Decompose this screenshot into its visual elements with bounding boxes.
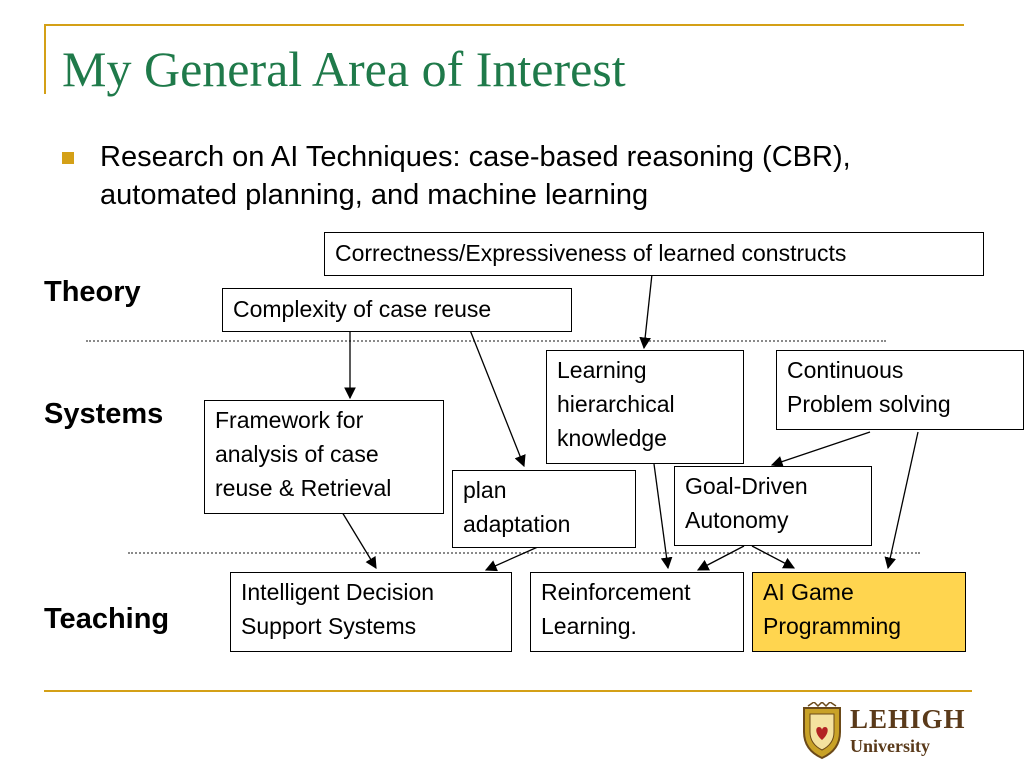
arrow-continuous-to-aigame — [884, 431, 919, 570]
bottom-frame-line — [44, 690, 972, 692]
arrow-continuous-to-goal — [770, 431, 871, 468]
box-intelligent-decision-support: Intelligent Decision Support Systems — [230, 572, 512, 652]
arrow-framework-to-idss — [341, 511, 377, 570]
theory-systems-separator — [86, 340, 886, 342]
top-frame-line — [44, 24, 964, 26]
arrow-plan-to-idss — [484, 545, 541, 572]
arrow-goal-to-aigame — [751, 545, 796, 569]
bullet-square-icon — [62, 152, 74, 164]
bullet-text: Research on AI Techniques: case-based re… — [100, 141, 851, 211]
row-label-teaching: Teaching — [44, 603, 170, 635]
arrow-goal-to-rl — [696, 545, 745, 571]
box-learning-hierarchical-knowledge: Learning hierarchical knowledge — [546, 350, 744, 464]
arrow-correctness-to-learning — [639, 273, 653, 350]
lehigh-logo-subtitle: University — [850, 736, 930, 756]
box-reinforcement-learning: Reinforcement Learning. — [530, 572, 744, 652]
lehigh-shield-icon — [803, 702, 841, 760]
box-continuous-problem-solving: Continuous Problem solving — [776, 350, 1024, 430]
row-label-systems: Systems — [44, 398, 164, 430]
box-correctness-expressiveness: Correctness/Expressiveness of learned co… — [324, 232, 984, 276]
slide-title: My General Area of Interest — [62, 41, 626, 97]
box-framework-case-reuse: Framework for analysis of case reuse & R… — [204, 400, 444, 514]
box-plan-adaptation: plan adaptation — [452, 470, 636, 548]
row-label-theory: Theory — [44, 276, 141, 308]
arrow-complexity-to-plan — [469, 329, 526, 468]
left-frame-line — [44, 24, 46, 94]
lehigh-logo-wordmark: LEHIGH — [850, 704, 966, 734]
box-goal-driven-autonomy: Goal-Driven Autonomy — [674, 466, 872, 546]
lehigh-logo: LEHIGH University — [800, 700, 980, 762]
box-complexity-of-case-reuse: Complexity of case reuse — [222, 288, 572, 332]
box-ai-game-programming: AI Game Programming — [752, 572, 966, 652]
arrow-learning-to-rl — [653, 463, 673, 570]
